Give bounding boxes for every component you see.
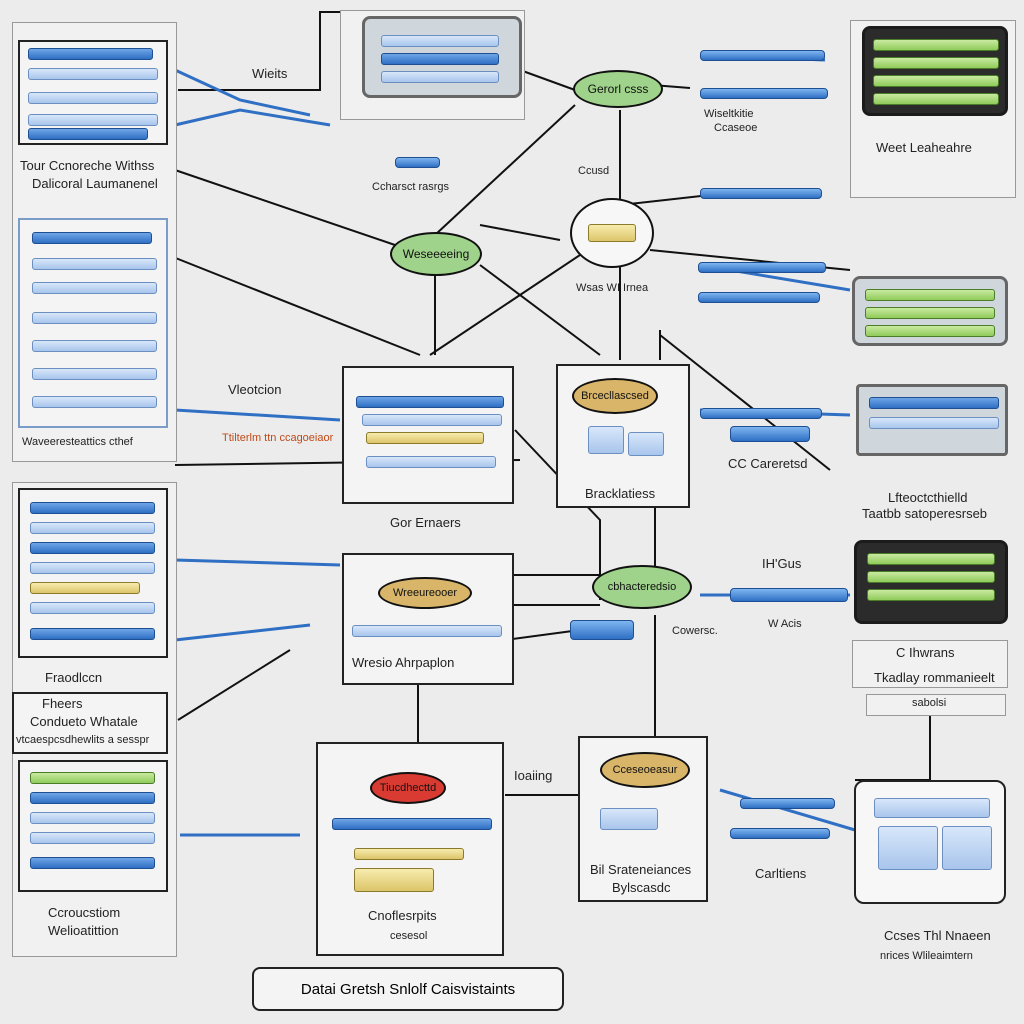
caption-wieits: Wieits (252, 66, 288, 81)
caption-cases-1: Ccses Thl Nnaeen (884, 928, 991, 943)
oval-bracklabel: Brcecllascsed (572, 378, 658, 414)
wresio-box: Wreeureooer (342, 553, 514, 685)
caption-ihg: IH'Gus (762, 556, 802, 571)
caption-condueto: Condueto Whatale (30, 714, 138, 729)
caption-cowersc: Cowersc. (672, 625, 718, 637)
caption-loaiing: Ioaiing (514, 768, 553, 783)
bottom-center-box: Tiucdhecttd (316, 742, 504, 956)
list-panel-1 (18, 40, 168, 145)
caption-tkaelay: Tkadlay rommanieelt (874, 670, 995, 685)
tag-7 (740, 798, 835, 809)
vleotcion-box (342, 366, 514, 504)
small-tag (395, 157, 440, 168)
tag-11 (730, 588, 848, 602)
caption-fheers: Fheers (42, 696, 83, 711)
caption-wiseltie-1: Wiseltkitie (704, 108, 754, 120)
caption-vtcaes: vtcaespcsdhewlits a sesspr (16, 734, 150, 746)
caption-geners: Gor Ernaers (390, 515, 461, 530)
caption-wresio: Wresio Ahrpaplon (352, 655, 455, 670)
oval-geneel: Gerorl csss (573, 70, 663, 108)
tag-1 (700, 50, 825, 61)
server-rack-icon (856, 384, 1008, 456)
caption-ttilter: Ttilterlm ttn ccagoeiaor (222, 432, 334, 444)
monitor-icon (852, 276, 1008, 346)
caption-sabols: sabolsi (912, 697, 947, 709)
oval-wreaouer: Wreeureooer (378, 577, 472, 609)
caption-ccusd: Ccusd (578, 165, 610, 177)
tag-2 (700, 88, 828, 99)
caption-brckdetness: Bracklatiess (585, 486, 656, 501)
caption-fraodlccn: Fraodlccn (45, 670, 103, 685)
caption-cases-2: nrices Wlileaimtern (880, 950, 973, 962)
c-hwtans-frame (852, 640, 1008, 688)
condueto-box: Fheers Condueto Whatale vtcaespcsdhewlit… (12, 692, 168, 754)
bottom-title-bar: Datai Gretsh Snlolf Caisvistaints (252, 967, 564, 1011)
caption-waveres: Waveeresteattics cthef (22, 436, 133, 448)
caption-wiseltie-2: Ccaseoe (714, 122, 758, 134)
oval-weseeing: Weseeeeing (390, 232, 482, 276)
oval-turecheiu: Tiucdhecttd (370, 772, 446, 804)
monitor-icon (854, 540, 1008, 624)
caption-tour: Tour Ccnoreche Withss (20, 158, 155, 173)
caption-cartiens: Carltiens (755, 866, 807, 881)
caption-c-hwtans: C Ihwrans (896, 645, 955, 660)
monitor-icon (862, 26, 1008, 116)
caption-cnf-2: cesesol (390, 930, 428, 942)
sabols-frame (866, 694, 1006, 716)
tag-6 (570, 620, 634, 640)
caption-bulb: Wsas WI Irnea (576, 282, 649, 294)
lightbulb-icon (570, 198, 654, 268)
tag-10 (730, 426, 810, 442)
caption-wacis: W Acis (768, 618, 802, 630)
caption-coroustom-1: Ccroucstiom (48, 905, 121, 920)
tag-8 (730, 828, 830, 839)
caption-ct-careresd: CC Careretsd (728, 456, 808, 471)
tag-9 (700, 408, 822, 419)
caption-coroustom-2: Welioatittion (48, 923, 119, 938)
caption-pulltu-1: Bil Srateneiances (590, 862, 692, 877)
list-panel-4 (18, 760, 168, 892)
caption-dalicoral: Dalicoral Laumanenel (32, 176, 158, 191)
caption-pulltu-2: Bylscasdc (612, 880, 671, 895)
monitor-icon (362, 16, 522, 98)
tag-4 (698, 262, 826, 273)
list-panel-2 (18, 218, 168, 428)
caption-vleotcion: Vleotcion (228, 382, 282, 397)
printer-icon (854, 780, 1006, 904)
caption-toollsb: Taatbb satoperesrseb (862, 506, 988, 521)
pulltu-box: Cceseoeasur (578, 736, 708, 902)
tag-5 (698, 292, 820, 303)
list-panel-3 (18, 488, 168, 658)
caption-leftcorectural: Lfteoctcthielld (888, 490, 968, 505)
tag-3 (700, 188, 822, 199)
caption-cnf-1: Cnoflesrpits (368, 908, 437, 923)
caption-weet: Weet Leaheahre (876, 140, 972, 155)
oval-ceesseoeur: Cceseoeasur (600, 752, 690, 788)
oval-charactr: cbhacteredsio (592, 565, 692, 609)
caption-ccharsct: Ccharsct rasrgs (372, 181, 450, 193)
brackdetness-box: Brcecllascsed (556, 364, 690, 508)
